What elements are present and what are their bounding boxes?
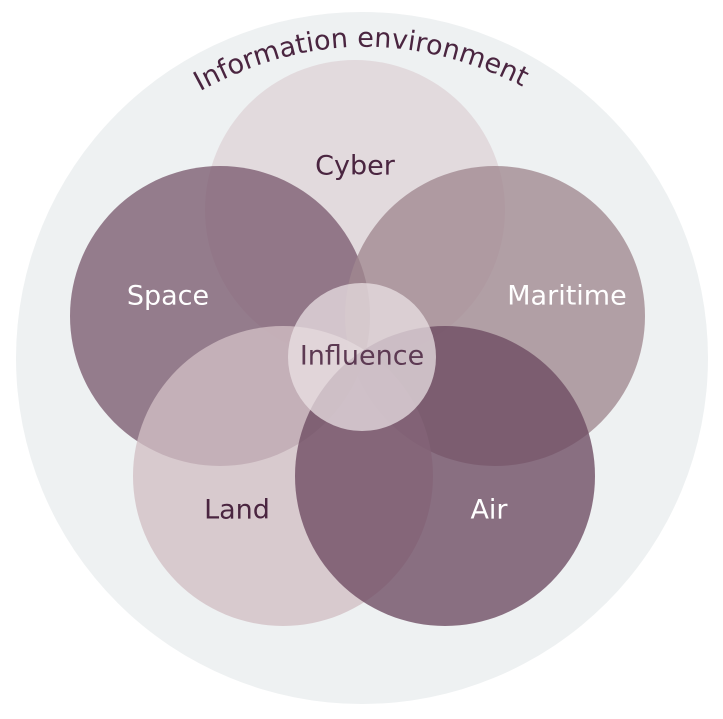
influence-label: Influence: [300, 341, 424, 372]
maritime-label: Maritime: [507, 281, 626, 312]
cyber-label: Cyber: [315, 151, 396, 182]
air-label: Air: [470, 495, 508, 526]
land-label: Land: [204, 495, 270, 526]
space-label: Space: [127, 281, 209, 312]
influence-circle: [288, 283, 436, 431]
